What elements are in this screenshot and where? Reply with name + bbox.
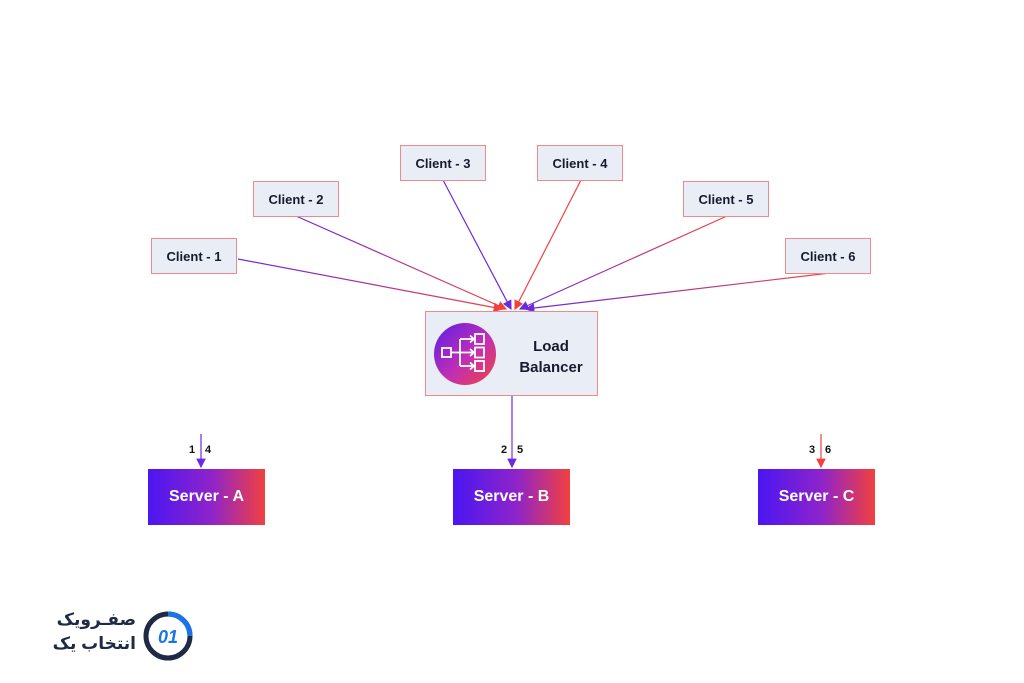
load-balancer-box: Load Balancer [425,311,598,396]
server-b-request-2: 5 [517,444,524,456]
server-b-request-1: 2 [501,444,508,456]
load-balancer-label: Load Balancer [516,336,586,378]
client-6-box: Client - 6 [785,238,871,274]
brand-name-line1: صفـرویک [56,610,136,629]
client-1-box: Client - 1 [151,238,237,274]
client-6-label: Client - 6 [800,248,856,264]
line-client-4 [514,179,582,311]
server-a-label: Server - A [169,488,244,505]
load-balancer-icon [434,323,496,385]
server-b-box: Server - B [453,469,570,525]
server-a-request-1: 1 [189,444,196,456]
client-3-box: Client - 3 [400,145,486,181]
load-balancer-label-line2: Balancer [519,359,583,376]
brand-logo: صفـرویک انتخاب یک 01 [24,606,194,666]
server-a-box: Server - A [148,469,265,525]
load-balancer-label-line1: Load [533,338,569,355]
server-c-request-1: 3 [809,444,816,456]
client-2-box: Client - 2 [253,181,339,217]
client-5-box: Client - 5 [683,181,769,217]
line-client-1 [237,258,504,313]
server-c-request-2: 6 [825,444,832,456]
client-4-label: Client - 4 [552,155,608,171]
line-client-5 [518,215,728,310]
line-client-3 [442,179,512,311]
server-c-box: Server - C [758,469,875,525]
server-b-label: Server - B [473,488,550,505]
server-c-label: Server - C [778,488,855,505]
brand-name: صفـرویک انتخاب یک [26,608,136,656]
client-2-label: Client - 2 [268,191,324,207]
line-client-2 [295,215,508,310]
line-client-6 [524,272,831,313]
client-1-label: Client - 1 [166,248,222,264]
brand-mark-icon: 01 [143,611,193,661]
server-a-request-2: 4 [205,444,212,456]
brand-mark-text: 01 [158,627,178,647]
client-3-label: Client - 3 [415,155,471,171]
client-4-box: Client - 4 [537,145,623,181]
brand-name-line2: انتخاب یک [52,634,136,653]
client-5-label: Client - 5 [698,191,754,207]
